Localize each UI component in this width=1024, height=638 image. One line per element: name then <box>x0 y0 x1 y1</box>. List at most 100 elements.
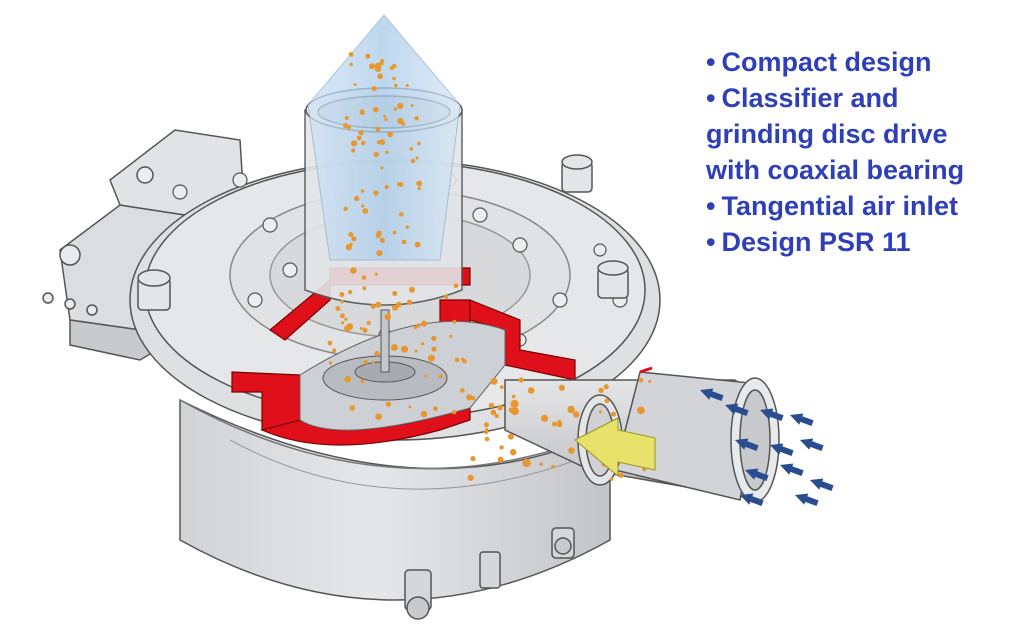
particle <box>415 156 419 160</box>
particle <box>551 464 555 469</box>
particle <box>393 107 398 111</box>
particle <box>449 334 453 338</box>
particle <box>335 306 341 311</box>
particle <box>413 326 417 330</box>
particle <box>371 360 375 364</box>
particle <box>416 323 421 328</box>
particle <box>424 374 427 378</box>
air-arrow-icon <box>780 463 804 477</box>
air-arrow-icon <box>810 478 834 492</box>
particle <box>384 117 388 122</box>
particle <box>510 449 517 456</box>
particle <box>392 304 399 311</box>
particle <box>361 275 367 280</box>
particle <box>638 377 644 383</box>
air-arrows <box>700 388 834 507</box>
feature-bullet: • <box>706 227 716 257</box>
particle <box>358 130 364 136</box>
particle <box>340 299 344 304</box>
particle <box>392 291 398 296</box>
particle <box>618 472 624 478</box>
particle <box>485 428 489 431</box>
feature-text: grinding disc drive <box>706 119 948 149</box>
particle <box>346 125 352 130</box>
particle <box>484 436 490 442</box>
particle <box>343 123 348 129</box>
particle <box>374 350 380 357</box>
particle <box>401 239 407 245</box>
particle <box>417 186 421 191</box>
particle <box>343 206 348 211</box>
large-bolts <box>137 154 629 311</box>
particle <box>611 411 616 417</box>
particle <box>511 394 516 399</box>
particle <box>344 317 348 321</box>
particle <box>552 421 557 427</box>
particle <box>387 131 394 138</box>
outlet-cone-icon <box>307 14 461 261</box>
particle <box>401 345 409 353</box>
particle <box>346 323 354 331</box>
particle <box>541 414 549 422</box>
particle <box>389 66 394 71</box>
particle <box>539 462 543 466</box>
particle <box>374 272 378 276</box>
particle <box>421 320 428 327</box>
particle <box>344 116 349 120</box>
particle <box>405 83 409 87</box>
air-arrow-icon <box>800 438 824 452</box>
particle <box>470 456 476 462</box>
particle <box>494 413 499 419</box>
feature-item-design: •Design PSR 11 <box>706 224 1018 260</box>
particle <box>452 410 457 415</box>
feature-bullet: • <box>706 47 716 77</box>
air-arrow-icon <box>760 408 784 422</box>
particle <box>399 212 404 217</box>
particle <box>327 340 333 346</box>
particle <box>438 374 443 379</box>
particle <box>497 404 503 411</box>
particle <box>420 342 425 346</box>
particle <box>405 225 409 229</box>
particle <box>394 83 398 88</box>
particle <box>392 230 397 235</box>
particle <box>499 385 504 389</box>
feature-bullet: • <box>706 83 716 113</box>
particle <box>522 458 531 468</box>
particle <box>420 410 428 418</box>
particle <box>396 182 401 187</box>
particle <box>384 313 391 321</box>
particle <box>366 320 371 325</box>
particle <box>518 377 524 383</box>
particle <box>373 106 379 113</box>
particle <box>556 421 563 428</box>
particle <box>362 208 369 214</box>
particle <box>433 406 438 412</box>
particle <box>510 399 519 409</box>
particle <box>507 433 514 440</box>
air-arrow-icon <box>745 468 769 482</box>
feature-text: Tangential air inlet <box>721 191 958 221</box>
particle <box>497 456 504 463</box>
particle <box>373 190 379 196</box>
particle <box>466 394 473 401</box>
particle <box>410 104 414 107</box>
particle <box>361 140 366 146</box>
feature-item-compact: •Compact design <box>706 44 1018 80</box>
particle <box>391 344 398 351</box>
particle <box>471 396 476 401</box>
particle <box>573 411 580 418</box>
particle <box>362 327 368 333</box>
particle <box>490 377 498 385</box>
particle <box>410 158 416 164</box>
particle <box>461 357 465 361</box>
particle <box>348 232 354 238</box>
particle <box>373 151 379 158</box>
particle <box>452 319 457 324</box>
air-arrow-icon <box>770 443 794 457</box>
particle <box>349 405 356 411</box>
particle <box>339 292 345 297</box>
particle <box>598 387 604 393</box>
particle <box>344 376 352 383</box>
